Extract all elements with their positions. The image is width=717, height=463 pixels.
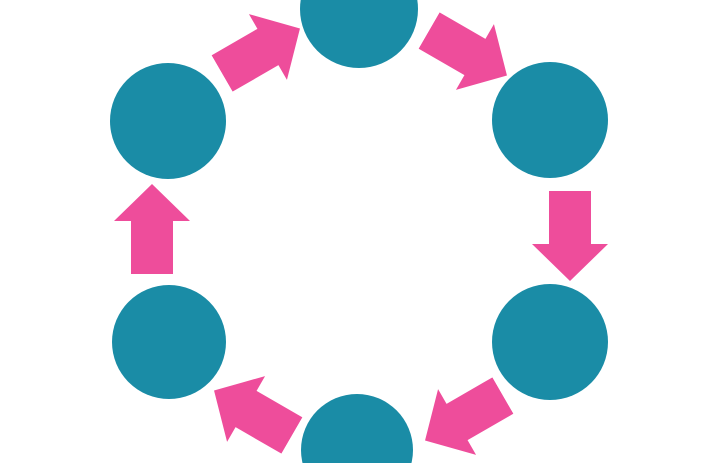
- cycle-arrow-down-icon: [532, 191, 608, 281]
- cycle-arrow-up-icon: [114, 184, 190, 274]
- cycle-node-bottom: [301, 394, 413, 463]
- cycle-node-top-left: [110, 63, 226, 179]
- cycle-node-bottom-left: [112, 285, 226, 399]
- cycle-node-top-right: [492, 62, 608, 178]
- cycle-node-top: [300, 0, 418, 68]
- cycle-node-bottom-right: [492, 284, 608, 400]
